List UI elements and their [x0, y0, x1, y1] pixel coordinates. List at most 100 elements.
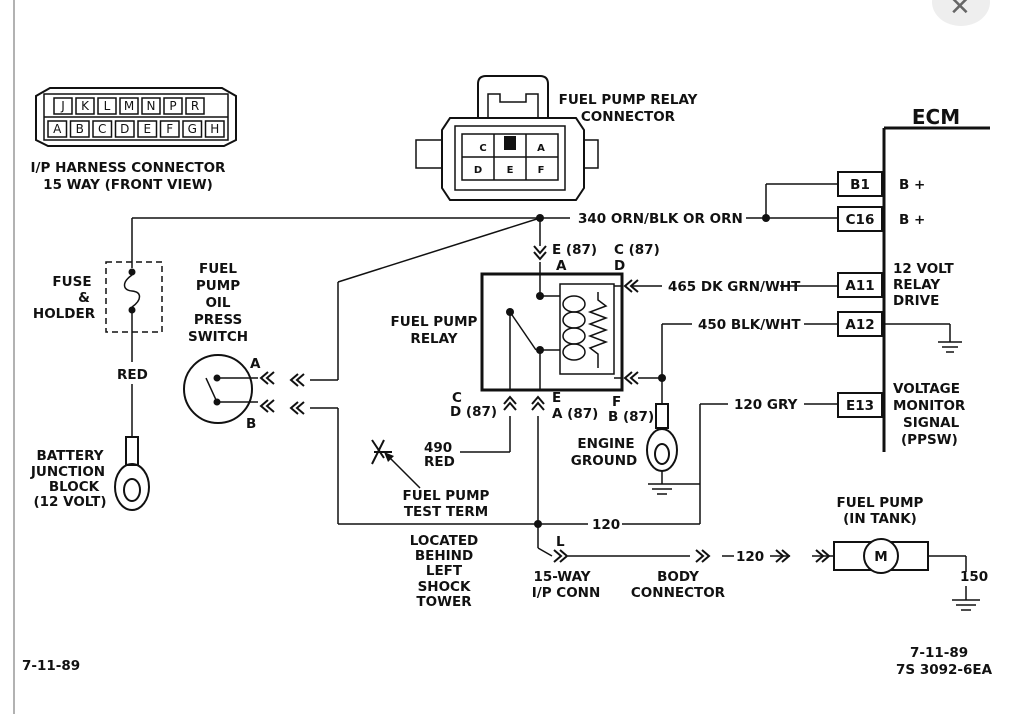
- fuel-pump-motor-icon: [833, 538, 929, 574]
- close-icon: ✕: [949, 0, 971, 22]
- relay-pin-d: D: [474, 165, 482, 176]
- relay-pin-d-top: D: [614, 258, 625, 274]
- ecm-e13-desc-2: MONITOR: [893, 398, 966, 414]
- relay-pin-d87-bottom: D (87): [450, 404, 497, 420]
- ip-connector-label-2: 15 WAY (FRONT VIEW): [43, 177, 213, 193]
- relay-label-1: FUEL PUMP: [391, 314, 478, 330]
- connector-pin-label: F: [166, 122, 173, 136]
- fuse-terminal: [128, 268, 136, 276]
- wire-120-body-label: 120: [736, 549, 764, 565]
- oil-switch-label-5: SWITCH: [188, 329, 248, 345]
- ecm-pin-b1-label: B1: [850, 177, 870, 193]
- ip-conn-pin-l: L: [556, 534, 565, 550]
- oil-switch-label-2: PUMP: [196, 278, 240, 294]
- test-term-label-1: FUEL PUMP: [403, 488, 490, 504]
- connector-pin-cell: [97, 97, 117, 115]
- oil-switch-pin-b: B: [246, 416, 256, 432]
- connector-pin-cell: [141, 97, 161, 115]
- connector-pin-cell: [92, 120, 113, 138]
- ecm-pin-c16-text: B +: [899, 212, 925, 228]
- test-term-arrowhead: [384, 452, 394, 462]
- location-label-1: LOCATED: [410, 533, 479, 549]
- ip-connector-label-1: I/P HARNESS CONNECTOR: [31, 160, 227, 176]
- footer-code: 7S 3092-6EA: [896, 662, 993, 678]
- wire-450-label: 450 BLK/WHT: [698, 317, 801, 333]
- connector-chevron-icon: [624, 371, 639, 385]
- ecm-e13-desc-4: (PPSW): [901, 432, 958, 448]
- connector-pin-label: B: [76, 122, 84, 136]
- relay-connector-label-1: FUEL PUMP RELAY: [559, 92, 698, 108]
- test-terminal-icon: [371, 439, 392, 465]
- fuse-label-1: FUSE: [52, 274, 91, 290]
- footer-date-left: 7-11-89: [22, 658, 80, 674]
- junction-dot: [534, 520, 542, 528]
- engine-ground-label-2: GROUND: [571, 453, 637, 469]
- ecm-pin-e13: [837, 392, 883, 418]
- connector-pin-label: G: [188, 122, 197, 136]
- engine-ground-label-1: ENGINE: [577, 436, 634, 452]
- fuel-pump-ground-symbol: [952, 599, 980, 611]
- fuel-pump-label-1: FUEL PUMP: [837, 495, 924, 511]
- relay-pin-a: A: [537, 143, 545, 154]
- body-conn-label-2: CONNECTOR: [631, 585, 726, 601]
- connector-pin-cell: [75, 97, 95, 115]
- relay-pin-b87-bottom: B (87): [608, 409, 654, 425]
- relay-pin-e: E: [507, 165, 514, 176]
- relay-contact-point: [536, 346, 544, 354]
- connector-pin-label: J: [60, 99, 65, 113]
- battery-eyelet-icon: [114, 436, 150, 511]
- connector-chevron-icon: [695, 549, 710, 563]
- ip-conn-label-2: I/P CONN: [532, 585, 601, 601]
- relay-pin-e-bottom: E: [552, 390, 561, 406]
- connector-chevron-icon: [260, 371, 275, 385]
- footer-date-right: 7-11-89: [910, 645, 968, 661]
- connector-pin-cell: [47, 120, 68, 138]
- relay-pin-f: F: [538, 165, 545, 176]
- test-term-label-2: TEST TERM: [404, 504, 488, 520]
- wire-150-label: 150: [960, 569, 988, 585]
- ecm-pin-a11-label: A11: [845, 278, 874, 294]
- connector-pin-cell: [119, 97, 139, 115]
- battery-label-2: JUNCTION: [30, 464, 105, 480]
- wire-465-label: 465 DK GRN/WHT: [668, 279, 801, 295]
- connector-pin-label: M: [124, 99, 134, 113]
- ecm-ground-symbol: [882, 323, 962, 353]
- connector-pin-cell: [114, 120, 135, 138]
- connector-pin-label: N: [147, 99, 156, 113]
- location-label-5: TOWER: [416, 594, 472, 610]
- fuse-label-3: HOLDER: [33, 306, 96, 322]
- location-label-4: SHOCK: [418, 579, 471, 595]
- connector-pin-cell: [137, 120, 158, 138]
- relay-pin-a-top: A: [556, 258, 567, 274]
- fuse-icon: [123, 274, 141, 308]
- relay-connector-label-2: CONNECTOR: [581, 109, 676, 125]
- connector-pin-label: D: [120, 122, 129, 136]
- connector-pin-label: E: [143, 122, 151, 136]
- ecm-e13-desc-1: VOLTAGE: [893, 381, 960, 397]
- engine-ground-eyelet-icon: [646, 403, 678, 472]
- ecm-a11-desc-1: 12 VOLT: [893, 261, 955, 277]
- oil-pressure-switch-icon: [183, 354, 253, 424]
- ip-conn-label-1: 15-WAY: [534, 569, 591, 585]
- connector-chevron-icon: [533, 245, 547, 260]
- connector-pin-cell: [185, 97, 205, 115]
- location-label-3: LEFT: [426, 563, 463, 579]
- connector-pin-cell: [53, 97, 73, 115]
- fuel-pump-relay-box: [480, 272, 624, 392]
- oil-switch-label-1: FUEL: [199, 261, 237, 277]
- ecm-pin-c16: [837, 206, 883, 232]
- body-conn-label-1: BODY: [657, 569, 699, 585]
- relay-pin-e87-top: E (87): [552, 242, 597, 258]
- junction-dot: [536, 214, 544, 222]
- relay-contact-point: [506, 308, 514, 316]
- ecm-pin-e13-label: E13: [846, 398, 874, 414]
- relay-connector: [415, 75, 599, 201]
- connector-pin-cell: [69, 120, 90, 138]
- connector-chevron-icon: [553, 549, 568, 563]
- connector-pin-label: L: [104, 99, 111, 113]
- ecm-pin-a11: [837, 272, 883, 298]
- wire-490-color-label: RED: [424, 454, 455, 470]
- ecm-pin-b1-text: B +: [899, 177, 925, 193]
- junction-dot: [762, 214, 770, 222]
